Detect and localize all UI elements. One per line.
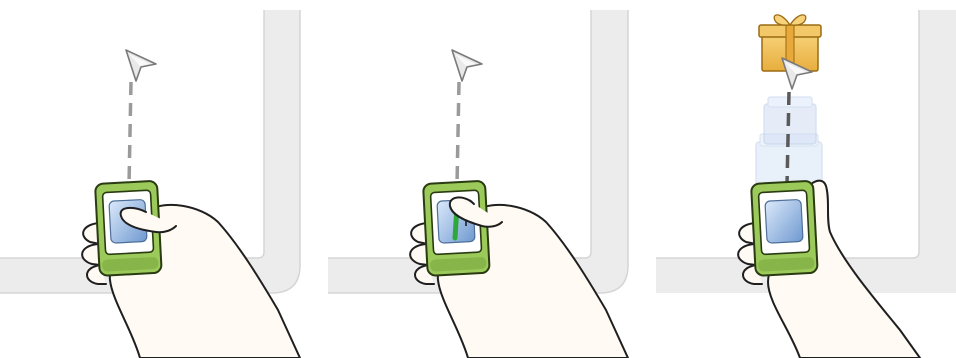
- panel-1: [0, 10, 300, 358]
- handheld-device-icon: [751, 181, 818, 276]
- pointing-ray: [457, 82, 459, 185]
- pointing-ray: [129, 82, 131, 185]
- panel-3: [656, 10, 956, 358]
- cursor-arrow-icon: [452, 50, 482, 81]
- panel-2: [328, 10, 628, 358]
- cursor-arrow-icon: [126, 50, 156, 81]
